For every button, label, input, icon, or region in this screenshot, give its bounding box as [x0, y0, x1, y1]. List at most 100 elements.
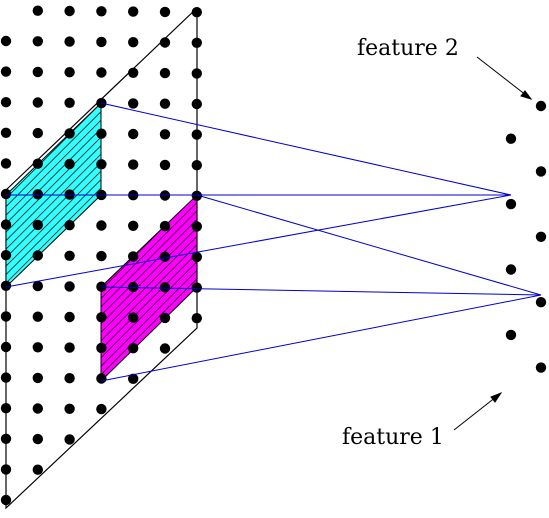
input-unit-dot [32, 311, 43, 322]
input-unit-dot [128, 312, 139, 323]
label-arrows [453, 56, 533, 431]
input-unit-dot [128, 343, 139, 354]
input-unit-dot [128, 67, 139, 79]
input-unit-dot [64, 434, 75, 445]
input-unit-dot [32, 97, 43, 108]
input-unit-dot [96, 159, 107, 170]
input-unit-dot [64, 5, 75, 17]
input-unit-dot [0, 35, 12, 47]
input-unit-dot [0, 464, 12, 475]
input-unit-dot [32, 280, 43, 292]
output-unit-dot [535, 100, 547, 112]
input-unit-dot [32, 342, 43, 353]
input-unit-dot [32, 127, 43, 139]
input-unit-dot [64, 36, 75, 47]
input-unit-dot [96, 342, 107, 354]
input-unit-dot [32, 5, 43, 16]
input-unit-dot [191, 313, 202, 324]
output-unit-dot [535, 231, 547, 242]
output-unit-dot [505, 133, 517, 144]
connection-line [196, 194, 542, 296]
input-unit-dot [159, 37, 171, 48]
input-unit-dot [0, 250, 12, 261]
input-unit-dot [64, 158, 75, 170]
input-unit-dot [128, 6, 139, 17]
output-unit-dot [535, 362, 547, 373]
input-unit-dot [0, 66, 12, 77]
input-unit-dot [159, 343, 171, 354]
input-dot-grid [0, 5, 202, 506]
input-unit-dot [0, 158, 12, 169]
input-unit-dot [32, 66, 43, 78]
input-unit-dot [96, 36, 107, 48]
output-unit-dot [535, 297, 547, 308]
connection-lines [5, 102, 542, 382]
input-unit-dot [0, 97, 12, 108]
input-unit-dot [32, 250, 43, 261]
input-unit-dot [128, 251, 139, 262]
input-unit-dot [32, 403, 43, 414]
input-unit-dot [191, 68, 202, 79]
feature-2-arrow [476, 56, 532, 100]
input-unit-dot [64, 403, 75, 414]
input-unit-dot [191, 282, 202, 293]
input-unit-dot [64, 342, 75, 353]
input-unit-dot [0, 127, 12, 138]
input-unit-dot [0, 219, 12, 230]
input-unit-dot [191, 98, 202, 110]
feature-1-arrowhead [490, 391, 503, 403]
input-plane [0, 5, 202, 510]
input-unit-dot [191, 7, 202, 18]
input-unit-dot [32, 189, 43, 200]
input-unit-dot [159, 6, 171, 18]
input-unit-dot [96, 67, 107, 78]
input-unit-dot [159, 282, 171, 293]
input-unit-dot [159, 312, 171, 324]
input-unit-dot [32, 36, 43, 47]
input-unit-dot [128, 373, 139, 384]
input-unit-dot [0, 403, 12, 414]
input-unit-dot [128, 220, 139, 231]
input-unit-dot [191, 129, 202, 140]
input-unit-dot [128, 159, 139, 170]
input-unit-dot [0, 188, 12, 200]
input-unit-dot [64, 97, 75, 109]
input-unit-dot [0, 280, 12, 291]
connection-line [100, 102, 512, 196]
input-unit-dot [32, 464, 43, 475]
feature-2-label: feature 2 [357, 36, 459, 61]
input-unit-dot [96, 220, 107, 231]
feature-2-arrowhead [520, 90, 533, 100]
input-unit-dot [64, 281, 75, 292]
input-unit-dot [159, 129, 171, 140]
input-unit-dot [32, 158, 43, 169]
input-unit-dot [191, 190, 202, 201]
input-unit-dot [64, 67, 75, 78]
input-unit-dot [32, 219, 43, 231]
input-unit-dot [64, 311, 75, 323]
input-unit-dot [0, 494, 12, 506]
input-unit-dot [191, 251, 202, 263]
input-unit-dot [128, 281, 139, 293]
input-unit-dot [64, 250, 75, 261]
connection-line [100, 294, 542, 382]
input-unit-dot [159, 159, 171, 171]
input-unit-dot [128, 37, 139, 48]
input-unit-dot [96, 6, 107, 17]
output-unit-dot [505, 198, 517, 210]
input-unit-dot [191, 221, 202, 232]
input-unit-dot [96, 403, 107, 415]
input-unit-dot [191, 37, 202, 48]
input-unit-dot [96, 373, 107, 384]
input-unit-dot [159, 251, 171, 262]
input-unit-dot [0, 311, 12, 322]
input-unit-dot [128, 128, 139, 140]
input-unit-dot [159, 98, 171, 109]
connection-line [5, 194, 512, 288]
output-unit-dot [505, 329, 517, 341]
input-unit-dot [64, 128, 75, 139]
input-unit-dot [32, 433, 43, 445]
input-unit-dot [32, 372, 43, 384]
input-unit-dot [96, 128, 107, 139]
